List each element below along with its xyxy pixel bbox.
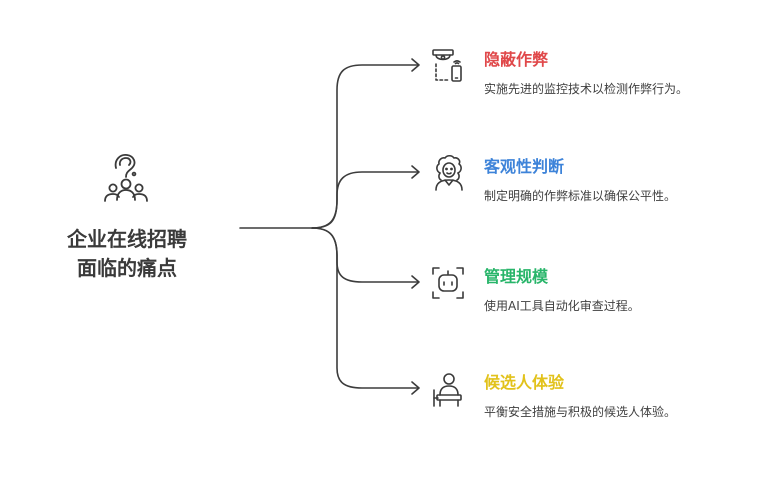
branch-desc-objectivity: 制定明确的作弊标准以确保公平性。: [484, 189, 677, 203]
root-title-line-1: 企业在线招聘: [67, 227, 187, 251]
arrowhead-2: [412, 166, 419, 178]
branch-node-cheating: 隐蔽作弊 实施先进的监控技术以检测作弊行为。: [428, 46, 748, 136]
branch-title-scale: 管理规模: [484, 267, 549, 286]
root-title: 企业在线招聘 面临的痛点: [38, 225, 216, 283]
people-question-icon: [96, 148, 156, 208]
branch-desc-candidate-experience: 平衡安全措施与积极的候选人体验。: [484, 405, 677, 419]
judge-icon: [428, 153, 468, 193]
branch-node-objectivity: 客观性判断 制定明确的作弊标准以确保公平性。: [428, 153, 748, 243]
branch-desc-scale: 使用AI工具自动化审查过程。: [484, 299, 640, 313]
trunk-line: [240, 65, 418, 228]
arrowhead-1: [412, 59, 419, 71]
arrowhead-4: [412, 382, 419, 394]
candidate-desk-icon: [428, 369, 468, 409]
branch-title-candidate-experience: 候选人体验: [484, 373, 565, 392]
branch-line-2: [312, 228, 418, 282]
branch-title-cheating: 隐蔽作弊: [484, 50, 549, 69]
branch-node-candidate-experience: 候选人体验 平衡安全措施与积极的候选人体验。: [428, 369, 748, 459]
branch-line-3: [312, 228, 418, 388]
branch-node-scale: 管理规模 使用AI工具自动化审查过程。: [428, 263, 748, 353]
arrowhead-3: [412, 276, 419, 288]
robot-icon: [428, 263, 468, 303]
root-title-line-2: 面临的痛点: [77, 256, 177, 280]
branch-desc-cheating: 实施先进的监控技术以检测作弊行为。: [484, 82, 689, 96]
surveillance-camera-phone-icon: [428, 46, 468, 86]
branch-title-objectivity: 客观性判断: [484, 157, 565, 176]
branch-line-1: [312, 172, 418, 228]
